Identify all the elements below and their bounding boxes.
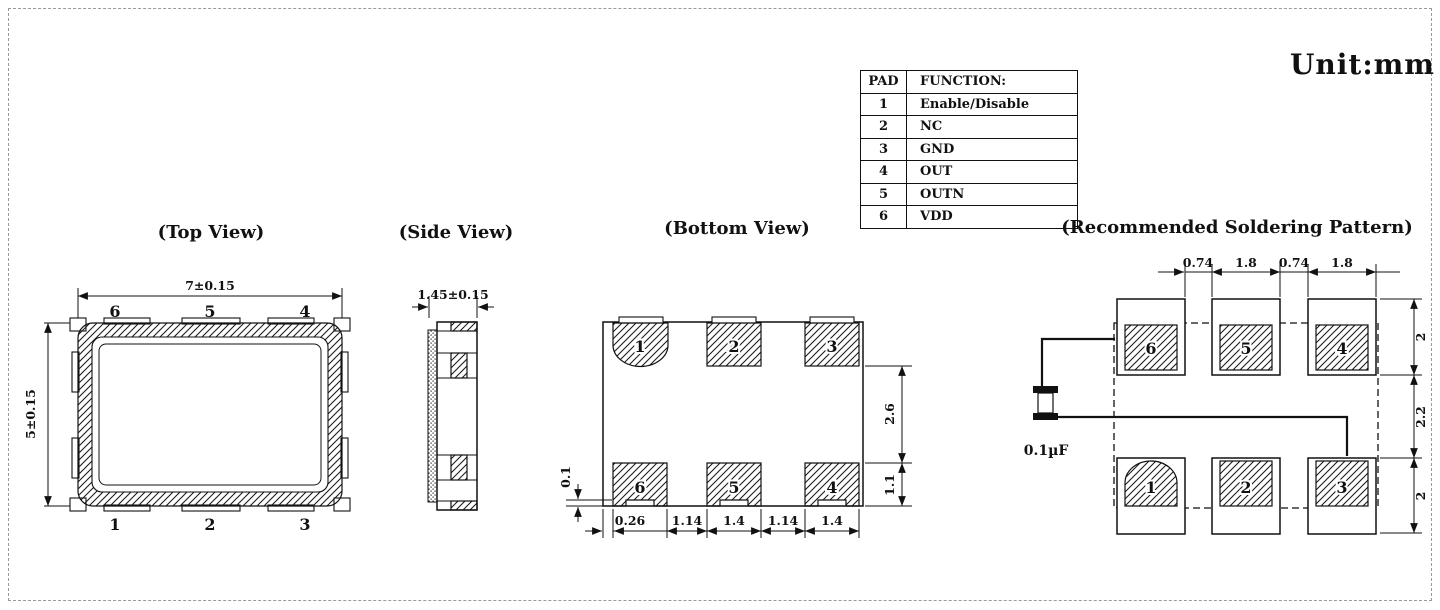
top-view-pad-label-4: 4 xyxy=(299,302,310,321)
bottom-view-drawing: 1 2 3 6 5 4 2.6 1.1 0.1 xyxy=(558,316,912,538)
side-view-castellation-pad-upper xyxy=(450,352,468,379)
pattern-pad-4 xyxy=(1315,324,1369,371)
bottom-view-pad-number-3: 3 xyxy=(826,337,837,356)
pad-function-cell: NC xyxy=(906,115,1078,139)
pattern-dim-1-8b: 1.8 xyxy=(1331,255,1353,270)
bottom-view-pad-5 xyxy=(706,462,762,507)
bottom-view-pad-1 xyxy=(612,322,669,368)
top-view-width-label: 7±0.15 xyxy=(185,278,235,293)
top-view-pad-label-6: 6 xyxy=(109,302,120,321)
pattern-pad-3 xyxy=(1315,460,1369,507)
top-view-cavity-outline xyxy=(98,343,322,486)
table-row: 4 OUT xyxy=(860,160,1078,184)
bottom-view-title: (Bottom View) xyxy=(664,218,810,239)
pad-function-cell: GND xyxy=(906,137,1078,161)
top-view-pad-label-2: 2 xyxy=(204,515,215,534)
table-row: 2 NC xyxy=(860,115,1078,139)
side-view-castellation-pad-lower xyxy=(450,454,468,481)
bottom-view-pad-number-6: 6 xyxy=(634,478,645,497)
pattern-dim-2-2: 2.2 xyxy=(1413,406,1428,428)
table-row: 5 OUTN xyxy=(860,182,1078,206)
pattern-dim-1-8a: 1.8 xyxy=(1235,255,1257,270)
soldering-pattern-title: (Recommended Soldering Pattern) xyxy=(1061,217,1413,238)
bottom-view-dim-1-4a: 1.4 xyxy=(723,513,745,528)
pattern-right-dimensions: 2 2.2 2 xyxy=(1380,298,1428,534)
bypass-capacitor: 0.1µF xyxy=(1024,337,1349,459)
side-view-thickness-label: 1.45±0.15 xyxy=(417,287,488,302)
top-view-height-label: 5±0.15 xyxy=(23,389,38,439)
page-border xyxy=(8,8,1432,601)
pattern-pad-number-4: 4 xyxy=(1336,339,1347,358)
table-row: 3 GND xyxy=(860,137,1078,161)
pattern-top-dimensions: 0.74 1.8 0.74 1.8 xyxy=(1158,255,1400,297)
side-view-thickness-dimension: 1.45±0.15 xyxy=(412,287,494,318)
bottom-view-left-dimension: 0.1 xyxy=(558,466,612,522)
bottom-view-dim-2-6: 2.6 xyxy=(882,403,897,425)
top-view-title: (Top View) xyxy=(157,222,265,243)
bottom-view-dim-1-4b: 1.4 xyxy=(821,513,843,528)
pattern-dim-2b: 2 xyxy=(1413,492,1428,501)
side-view-seal-strip xyxy=(427,329,438,503)
top-view-pad-label-5: 5 xyxy=(204,302,215,321)
bottom-view-dim-1-14b: 1.14 xyxy=(768,513,799,528)
capacitor-body xyxy=(1037,392,1054,414)
side-view-title: (Side View) xyxy=(398,222,514,243)
capacitor-value-label: 0.1µF xyxy=(1024,443,1069,459)
bottom-view-pad-number-1: 1 xyxy=(634,337,645,356)
capacitor-wire-to-pad3 xyxy=(1058,415,1349,456)
bottom-view-edge-tabs xyxy=(618,316,855,324)
pattern-pad-1 xyxy=(1124,460,1178,507)
top-view-width-dimension: 7±0.15 xyxy=(77,278,343,318)
pattern-pad-number-3: 3 xyxy=(1336,478,1347,497)
bottom-view-bottom-dimensions: 0.26 1.14 1.4 1.14 1.4 xyxy=(585,509,860,538)
pad-function-cell: OUT xyxy=(906,160,1078,184)
pad-number-cell: 5 xyxy=(860,182,907,206)
capacitor-top-plate xyxy=(1033,386,1058,393)
bottom-view-pad-number-4: 4 xyxy=(826,478,837,497)
pattern-pad-number-2: 2 xyxy=(1240,478,1251,497)
bottom-view-pad-number-5: 5 xyxy=(728,478,739,497)
top-view-lid-outline xyxy=(91,336,329,493)
top-view-height-dimension: 5±0.15 xyxy=(23,322,76,507)
table-header-pad: PAD xyxy=(860,70,907,94)
pattern-dim-0-74a: 0.74 xyxy=(1183,255,1214,270)
pattern-dim-2a: 2 xyxy=(1413,333,1428,342)
unit-label: Unit:mm xyxy=(1290,48,1435,81)
top-view-pad-label-1: 1 xyxy=(109,515,120,534)
bottom-view-pad-3 xyxy=(804,322,860,367)
top-view-drawing: 7±0.15 5±0.15 6 5 4 1 2 xyxy=(23,278,351,534)
pattern-pad-2 xyxy=(1219,460,1273,507)
pattern-pad-number-1: 1 xyxy=(1145,478,1156,497)
capacitor-bottom-plate xyxy=(1033,413,1058,420)
pattern-pad-number-6: 6 xyxy=(1145,339,1156,358)
top-view-castellation-tabs xyxy=(69,317,351,512)
capacitor-wire-to-pad6 xyxy=(1040,337,1115,388)
pad-number-cell: 3 xyxy=(860,137,907,161)
bottom-view-pad-number-2: 2 xyxy=(728,337,739,356)
side-view-bottom-pad xyxy=(450,500,478,511)
table-row: 6 VDD xyxy=(860,205,1078,229)
bottom-view-pad-2 xyxy=(706,322,762,367)
side-view-package-body xyxy=(436,321,478,511)
bottom-view-dim-1-1: 1.1 xyxy=(882,474,897,496)
bottom-view-pad-6 xyxy=(612,462,668,507)
bottom-view-right-dimensions: 2.6 1.1 xyxy=(865,365,912,507)
pattern-pad-5 xyxy=(1219,324,1273,371)
pad-function-cell: OUTN xyxy=(906,182,1078,206)
pad-function-table: PAD FUNCTION: 1 Enable/Disable 2 NC 3 GN… xyxy=(860,70,1078,229)
side-view-top-pad xyxy=(450,321,478,332)
bottom-view-dim-0-1: 0.1 xyxy=(558,466,573,488)
bottom-view-dim-0-26: 0.26 xyxy=(615,513,646,528)
bottom-view-dim-1-14a: 1.14 xyxy=(672,513,703,528)
side-view-drawing: 1.45±0.15 xyxy=(412,287,494,511)
pattern-dim-0-74b: 0.74 xyxy=(1279,255,1310,270)
pattern-pad-6 xyxy=(1124,324,1178,371)
pattern-pad-number-5: 5 xyxy=(1240,339,1251,358)
soldering-pattern-drawing: 6 5 4 1 2 3 0.74 1.8 0.74 1.8 xyxy=(1024,255,1428,535)
top-view-pad-label-3: 3 xyxy=(299,515,310,534)
pad-function-cell: VDD xyxy=(906,205,1078,229)
bottom-view-pad-4 xyxy=(804,462,860,507)
